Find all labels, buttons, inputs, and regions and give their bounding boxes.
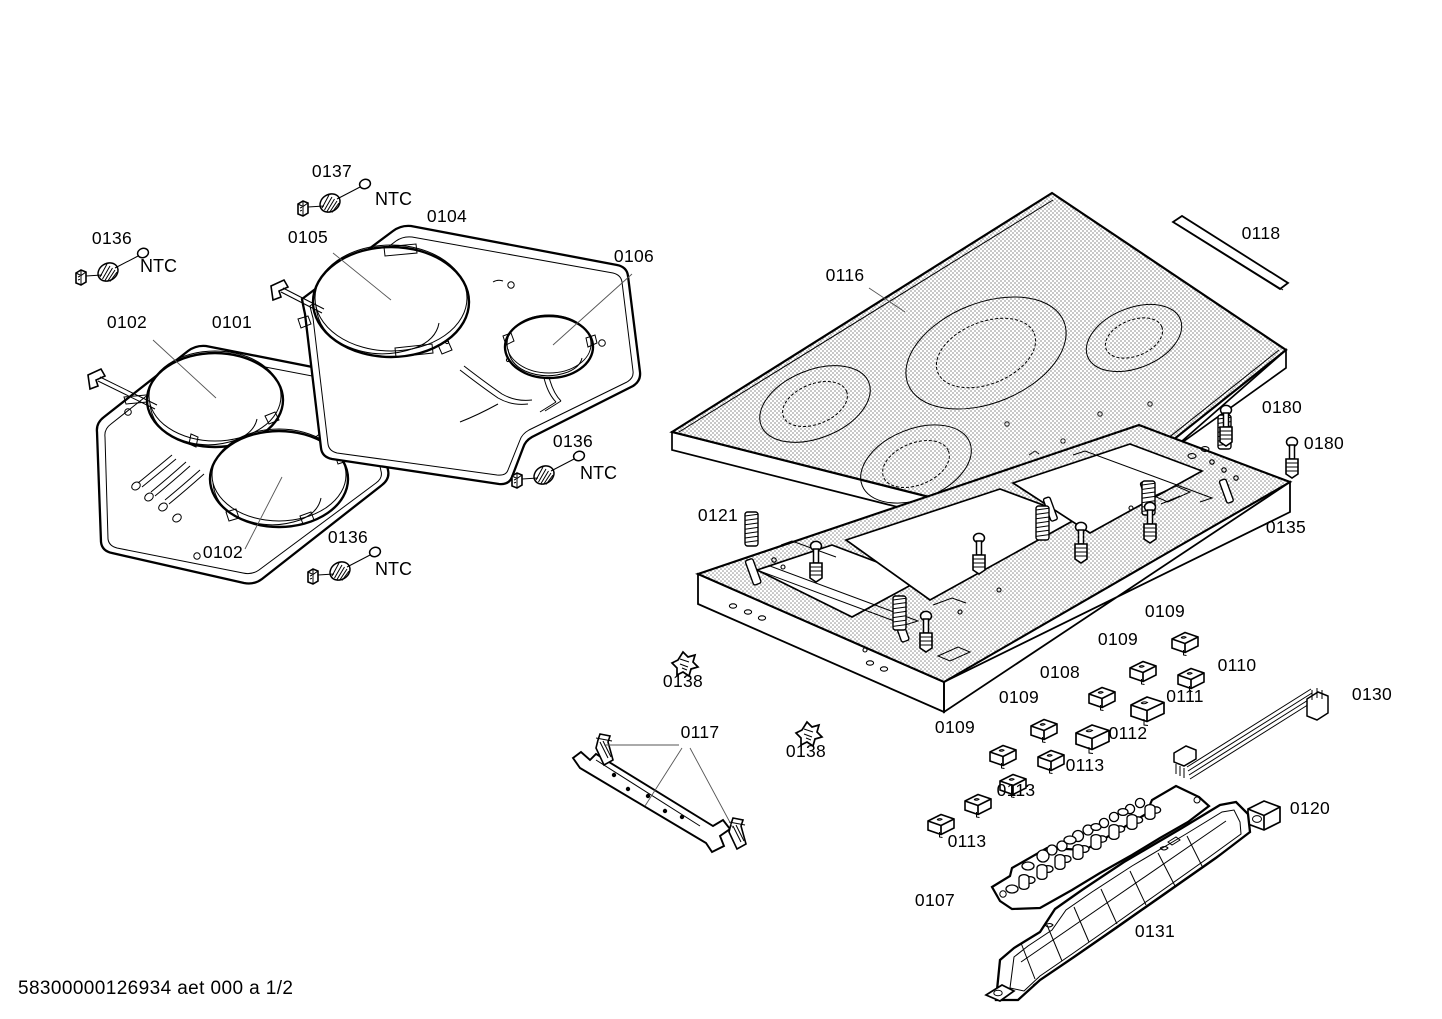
connector-0109 <box>1171 631 1199 657</box>
clip-fastener <box>728 817 747 851</box>
right-heating-element-assembly <box>270 224 642 486</box>
part-label-0121: 0121 <box>698 505 738 525</box>
part-label-0102: 0102 <box>203 542 243 562</box>
part-label-0111: 0111 <box>1166 686 1204 706</box>
part-label-0107: 0107 <box>915 890 955 910</box>
part-label-0109: 0109 <box>999 687 1039 707</box>
part-label-0113: 0113 <box>1066 755 1105 775</box>
ntc-label: NTC <box>140 256 177 276</box>
chassis-spring <box>1035 505 1050 541</box>
mounting-stud-0180 <box>1285 436 1299 479</box>
bracket-0117 <box>571 733 747 854</box>
part-label-0109: 0109 <box>1098 629 1138 649</box>
chassis-frame <box>695 404 1299 714</box>
ntc-sensor-0137 <box>297 176 373 217</box>
part-label-0109: 0109 <box>935 717 975 737</box>
connector-0120 <box>1247 800 1281 831</box>
leader-lines <box>152 252 906 829</box>
ntc-sensor-0136-b <box>511 448 587 489</box>
part-number-labels: 0137 NTC 0136 NTC 0105 0104 0106 0102 01… <box>92 161 1392 941</box>
part-label-0131: 0131 <box>1135 921 1175 941</box>
connector-0113 <box>1037 749 1065 775</box>
connector-0109 <box>1030 718 1058 744</box>
ribbon-harness-0130 <box>1173 688 1329 780</box>
part-label-0138: 0138 <box>786 741 826 761</box>
part-label-0136: 0136 <box>92 228 132 248</box>
part-label-0136: 0136 <box>328 527 368 547</box>
part-label-0116: 0116 <box>826 265 865 285</box>
part-label-0101: 0101 <box>212 312 252 332</box>
part-label-0105: 0105 <box>288 227 328 247</box>
control-cover-0131 <box>984 800 1252 1002</box>
cooking-zone-rear-right <box>1085 303 1183 373</box>
part-label-0112: 0112 <box>1109 723 1148 743</box>
chassis-spring <box>892 595 907 631</box>
part-label-0180: 0180 <box>1304 433 1344 453</box>
part-label-0109: 0109 <box>1145 601 1185 621</box>
part-label-0117: 0117 <box>681 722 720 742</box>
part-label-0110: 0110 <box>1218 655 1257 675</box>
document-footer: 58300000126934 aet 000 a 1/2 <box>18 978 294 999</box>
part-label-0137: 0137 <box>312 161 352 181</box>
clip-fastener <box>595 733 614 767</box>
part-label-0135: 0135 <box>1266 517 1306 537</box>
trim-strip-0118 <box>1171 214 1290 291</box>
ntc-label: NTC <box>375 189 412 209</box>
part-label-0113: 0113 <box>997 780 1036 800</box>
cooking-zone-rear-left <box>759 365 871 443</box>
ntc-label: NTC <box>580 463 617 483</box>
part-label-0180: 0180 <box>1262 397 1302 417</box>
connector-0111 <box>1130 696 1165 727</box>
connector-0109 <box>1129 660 1157 686</box>
part-label-0138: 0138 <box>663 671 703 691</box>
connector-0108 <box>1088 686 1116 712</box>
chassis-spring <box>744 511 759 547</box>
part-label-0104: 0104 <box>427 206 467 226</box>
ntc-sensor-0136-c <box>307 544 383 585</box>
connector-0113 <box>964 793 992 819</box>
ntc-sensor-0136-a <box>75 245 151 286</box>
part-label-0102: 0102 <box>107 312 147 332</box>
part-label-0136: 0136 <box>553 431 593 451</box>
part-label-0113: 0113 <box>948 831 987 851</box>
part-label-0130: 0130 <box>1352 684 1392 704</box>
part-label-0108: 0108 <box>1040 662 1080 682</box>
part-label-0106: 0106 <box>614 246 654 266</box>
part-label-0120: 0120 <box>1290 798 1330 818</box>
connector-0109 <box>989 744 1017 770</box>
part-label-0118: 0118 <box>1242 223 1281 243</box>
ntc-label: NTC <box>375 559 412 579</box>
connector-0112 <box>1075 724 1110 755</box>
control-pcb-0107 <box>990 784 1211 911</box>
